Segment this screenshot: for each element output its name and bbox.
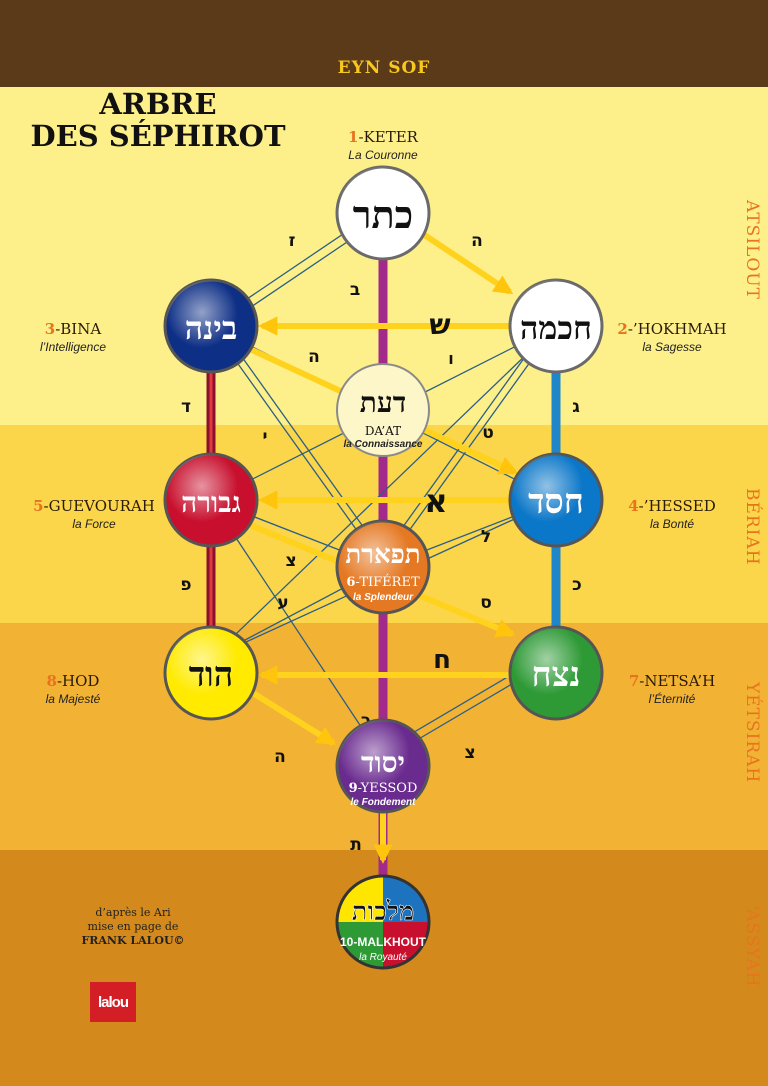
sephirah-hessed: חסד <box>508 452 604 548</box>
label-bina: 3-BINA l’Intelligence <box>39 320 107 354</box>
path-letter: ע <box>277 593 288 613</box>
malkhout-hebrew: מלכות <box>352 897 415 927</box>
path-letters: ז ה ב ש ו ה ד י ט ג א ל צ פ ע ס כ ח ר ה … <box>180 231 581 855</box>
title-line-2: DES SÉPHIROT <box>30 119 286 153</box>
path-letter: ס <box>480 593 492 613</box>
guevourah-hebrew: גבורה <box>181 486 241 519</box>
sephirah-netsah: נצח <box>508 625 604 721</box>
path-letter: ה <box>308 347 320 367</box>
sephirah-guevourah: גבורה <box>163 452 259 548</box>
label-keter: 1-KETER La Couronne <box>348 128 418 162</box>
title-line-1: ARBRE <box>99 87 217 121</box>
path-letter: ה <box>471 231 483 251</box>
world-atsilout: ATSILOUT <box>742 200 762 300</box>
tiferet-label: 6-TIFÉRET <box>346 574 420 590</box>
hokhmah-shine <box>510 280 602 372</box>
arrow-keter-hokhmah <box>418 229 514 295</box>
malkhout-circle <box>335 874 431 970</box>
label-netsah: 7-NETSA’H l’Éternité <box>628 672 716 706</box>
sephirot-circles: כתר חכמה בינה דעת DA’AT la Connaissance <box>163 165 604 970</box>
sephirah-yessod: יסוד 9-YESSOD le Fondement <box>335 718 431 814</box>
path-letter: צ <box>285 551 296 571</box>
path-letter: כ <box>572 575 582 595</box>
credit-line-2: mise en page de <box>87 920 179 933</box>
path-letter: ז <box>289 231 296 251</box>
hessed-shine <box>510 454 602 546</box>
sephirah-malkhout: מלכות 10-MALKHOUT la Royauté <box>335 874 431 970</box>
sephirah-daat: דעת DA’AT la Connaissance <box>336 363 430 457</box>
path-bina-tiferet <box>210 325 384 568</box>
top-band <box>0 0 768 87</box>
hod-shine <box>165 627 257 719</box>
path-hokhmah-tiferet <box>382 325 557 568</box>
sephirah-keter: כתר <box>335 165 431 261</box>
hessed-hebrew: חסד <box>528 482 584 522</box>
malkhout-label: 10-MALKHOUT <box>340 935 427 949</box>
yessod-fr: le Fondement <box>350 797 416 808</box>
keter-hebrew: כתר <box>353 192 413 237</box>
page-title: ARBRE DES SÉPHIROT <box>28 88 288 152</box>
daat-fr: la Connaissance <box>344 439 423 450</box>
daat-name: DA’AT <box>365 424 401 438</box>
path-letter: ל <box>481 527 491 547</box>
tiferet-shine <box>337 521 429 613</box>
label-hessed: 4-’HESSED la Bonté <box>628 497 716 531</box>
path-letter: ד <box>181 397 191 417</box>
path-letter: ר <box>361 711 371 731</box>
credit: d’après le Ari mise en page de FRANK LAL… <box>58 906 208 948</box>
sephirah-bina: בינה <box>163 278 259 374</box>
path-letter: ט <box>482 423 494 443</box>
path-letter: ב <box>350 280 360 300</box>
path-letter: ו <box>448 349 454 368</box>
label-hod: 8-HOD la Majesté <box>45 672 101 706</box>
yessod-hebrew: יסוד <box>361 746 405 779</box>
malkhout-fr: la Royauté <box>359 952 407 963</box>
path-bina-tiferet-b <box>216 321 390 564</box>
path-letter: ש <box>429 308 450 341</box>
bina-hebrew: בינה <box>185 309 238 347</box>
keter-shine <box>337 167 429 259</box>
sephirah-tiferet: תפארת 6-TIFÉRET la Splendeur <box>335 519 431 615</box>
path-letter: פ <box>180 575 191 595</box>
path-letter: ח <box>433 645 451 675</box>
path-letter: א <box>424 482 447 520</box>
label-hokhmah: 2-’HOKHMAH la Sagesse <box>617 320 727 354</box>
netsah-hebrew: נצח <box>532 655 581 695</box>
guevourah-shine <box>165 454 257 546</box>
path-letter: ה <box>274 747 286 767</box>
path-letter: ת <box>350 835 362 855</box>
eyn-sof-label: EYN SOF <box>337 58 431 78</box>
world-assyah: ‘ASSYAH <box>742 905 762 988</box>
arrow-hod-yessod <box>243 685 337 746</box>
yessod-label: 9-YESSOD <box>349 781 418 796</box>
world-beriah: BÉRIAH <box>742 488 762 566</box>
tiferet-hebrew: תפארת <box>345 540 420 570</box>
hod-hebrew: הוד <box>189 655 234 695</box>
daat-circle <box>336 363 430 457</box>
tiferet-fr: la Splendeur <box>353 592 414 603</box>
label-guevourah: 5-GUEVOURAH la Force <box>33 497 155 531</box>
daat-hebrew: דעת <box>360 386 406 419</box>
path-guevourah-yessod <box>210 499 384 761</box>
path-hokhmah-tiferet-b <box>376 321 551 564</box>
lalou-logo: lalou <box>90 982 136 1022</box>
credit-line-3: FRANK LALOU© <box>81 934 185 947</box>
path-letter: צ <box>464 743 475 763</box>
yessod-shine <box>337 720 429 812</box>
bina-shine <box>165 280 257 372</box>
path-hokhmah-hod <box>210 325 557 659</box>
path-letter: ג <box>572 397 580 417</box>
sephirah-hokhmah: חכמה <box>508 278 604 374</box>
netsah-shine <box>510 627 602 719</box>
path-letter: י <box>262 427 267 447</box>
world-yetsirah: YÉTSIRAH <box>742 682 762 784</box>
sephirah-hod: הוד <box>163 625 259 721</box>
credit-line-1: d’après le Ari <box>95 906 171 919</box>
hokhmah-hebrew: חכמה <box>520 309 592 347</box>
